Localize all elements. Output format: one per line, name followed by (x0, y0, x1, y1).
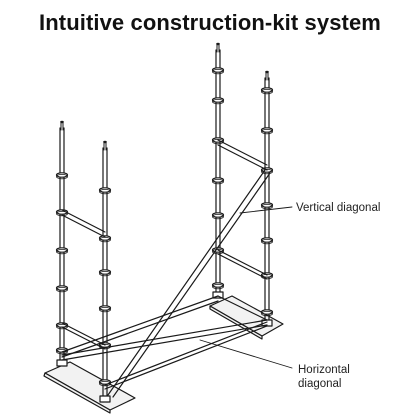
ledger-left-top-a (61, 209, 106, 233)
horizontal-diagonal-a (61, 319, 268, 356)
standard-back-left-rosette-0 (98, 187, 112, 193)
ledger-right-top-a (217, 139, 268, 166)
standard-front-left-spigot-cap (60, 120, 64, 124)
standard-front-left-foot (56, 359, 68, 367)
standard-back-right-rosette-3 (260, 202, 274, 208)
standard-back-right-rosette-6-under (261, 310, 273, 317)
ledger-left-low-b (61, 326, 106, 350)
standard-front-right-rosette-1 (211, 97, 225, 103)
standard-front-left-rosette-4-under (56, 323, 68, 330)
standard-back-right-rosette-1 (260, 127, 274, 133)
horizontal-diagonal-b (61, 324, 268, 361)
standard-front-right-rosette-6-under (212, 283, 224, 290)
standard-back-right-spigot-cap (265, 70, 269, 74)
standard-front-right-foot (212, 291, 224, 299)
horizontal-diagonal-label: Horizontal diagonal (298, 363, 350, 391)
standard-front-right-rosette-1-under (212, 99, 224, 105)
standard-back-right-rosette-6 (260, 309, 274, 315)
ledger-left-top-b (61, 214, 106, 238)
bottom-ledger-front-a (61, 295, 219, 353)
ledger-right-mid-a (217, 249, 268, 276)
standard-back-left-rosette-3 (98, 305, 112, 311)
standard-back-left-foot (99, 395, 111, 403)
vertical-diagonal-a (107, 169, 266, 396)
standard-back-right-rosette-3-under (261, 204, 273, 210)
standard-front-right-rosette-6 (211, 282, 225, 288)
horizontal-diagonal-label-line1: Horizontal (298, 364, 350, 376)
ledger-right-low-a (217, 295, 268, 321)
base-plate-left (44, 361, 136, 411)
standard-back-right-rosette-0-under (261, 89, 273, 95)
standard-back-left-rosette-5 (98, 379, 112, 385)
bottom-ledger-back-b (104, 325, 268, 390)
standard-front-left-rosette-2 (55, 247, 69, 253)
standard-back-left-rosette-2 (98, 269, 112, 275)
standard-front-right-rosette-0 (211, 67, 225, 73)
standard-back-left-rosette-3-under (99, 306, 111, 313)
ledger-left-low-a (61, 322, 106, 346)
ledger-right-top-b (217, 144, 268, 171)
standard-back-right-rosette-4 (260, 237, 274, 243)
base-plate-left-edge (43, 372, 111, 414)
vertical-diagonal-b (112, 172, 271, 398)
standard-front-right-rosette-4-under (212, 214, 224, 220)
bottom-ledger-front-b (61, 300, 219, 358)
standard-front-right-rosette-3-under (212, 179, 224, 185)
leader-horizontal-diagonal (199, 339, 293, 369)
standard-front-right-spigot-cap (216, 42, 220, 46)
standard-front-right-rosette-3 (211, 177, 225, 183)
horizontal-diagonal-label-line2: diagonal (298, 378, 342, 390)
standard-front-right-rosette-4 (211, 212, 225, 218)
standard-back-left-spigot-cap (103, 140, 107, 144)
standard-front-left-rosette-0 (55, 172, 69, 178)
standard-front-left-rosette-1-under (56, 211, 68, 217)
standard-back-right-rosette-4-under (261, 239, 273, 245)
vertical-diagonal-label: Vertical diagonal (296, 202, 381, 214)
standard-front-left-rosette-5-under (56, 348, 68, 355)
standard-back-left-rosette-0-under (99, 189, 111, 195)
standard-back-left-rosette-1 (98, 235, 112, 241)
standard-front-left-rosette-2-under (56, 249, 68, 255)
ledger-right-mid-b (217, 253, 268, 280)
standard-front-left-rosette-3 (55, 285, 69, 291)
standard-back-right-rosette-0 (260, 87, 274, 93)
page-title: Intuitive construction-kit system (39, 10, 381, 35)
standard-front-left-rosette-3-under (56, 286, 68, 293)
leader-vertical-diagonal (239, 206, 293, 214)
standard-back-right-rosette-1-under (261, 129, 273, 135)
standard-front-right-rosette-0-under (212, 69, 224, 75)
standard-front-left-rosette-0-under (56, 174, 68, 180)
standard-back-left-rosette-2-under (99, 270, 111, 277)
standard-back-left-rosette-5-under (99, 380, 111, 387)
bottom-ledger-back-a (104, 321, 268, 386)
